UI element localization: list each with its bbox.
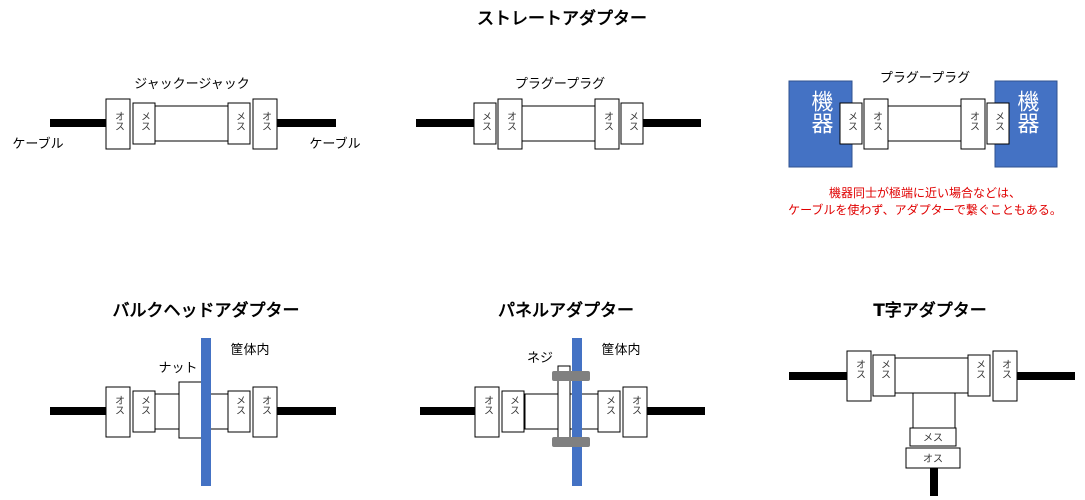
device-left xyxy=(788,80,853,168)
cable-right xyxy=(641,119,701,127)
cable-right xyxy=(647,407,705,415)
adapter-body xyxy=(887,105,962,142)
note-line-2: ケーブルを使わず、アダプターで繋ぐこともある。 xyxy=(788,202,1062,217)
device-label-right: 機器 xyxy=(1014,90,1040,134)
title-bulkhead-adapter: バルクヘッドアダプター xyxy=(113,300,300,321)
male-connector xyxy=(105,98,131,150)
plug-plug-label: プラグープラグ xyxy=(880,71,970,86)
enclosure-label: 筐体内 xyxy=(601,342,640,358)
cable-right xyxy=(1017,372,1075,380)
female-connector xyxy=(839,102,863,145)
male-label: オス xyxy=(968,111,979,131)
male-label: オス xyxy=(602,111,613,131)
bulkhead-diagram: オス メス メス オス ナット 筐体内 xyxy=(50,338,336,486)
device-label-left: 機器 xyxy=(808,90,834,134)
panel-diagram: オス メス メス オス ネジ 筐体内 xyxy=(420,338,705,486)
male-label: オス xyxy=(113,395,124,415)
cable-right xyxy=(276,119,336,127)
male-label: オス xyxy=(1000,359,1011,379)
male-connector xyxy=(105,386,131,438)
female-connector xyxy=(473,102,497,145)
adapter-body-vertical xyxy=(912,392,956,429)
cable-left xyxy=(420,407,475,415)
male-connector xyxy=(497,98,523,150)
plug-plug-label: プラグープラグ xyxy=(515,77,605,92)
male-label: オス xyxy=(505,111,516,131)
female-connector xyxy=(132,102,156,145)
male-connector xyxy=(252,98,278,150)
female-connector xyxy=(227,102,251,145)
jack-jack-label: ジャックージャック xyxy=(134,77,249,92)
male-connector xyxy=(905,447,961,469)
device-right xyxy=(994,80,1058,168)
male-connector xyxy=(863,98,889,150)
female-label: メス xyxy=(139,395,150,415)
male-connector xyxy=(622,386,648,438)
screw-label: ネジ xyxy=(527,351,553,366)
female-connector xyxy=(967,354,991,397)
title-tee-adapter: T字アダプター xyxy=(873,300,987,321)
nut-label: ナット xyxy=(158,361,197,376)
enclosure-label: 筐体内 xyxy=(230,342,269,358)
cable-label-left: ケーブル xyxy=(12,136,63,152)
female-label: メス xyxy=(993,111,1004,131)
screw-top xyxy=(552,371,590,381)
cable-left xyxy=(50,119,106,127)
female-connector xyxy=(501,390,525,433)
adapter-body-horizontal xyxy=(894,357,969,394)
device-to-device-diagram: プラグープラグ 機器 機器 メス オス オス メス 機器同士が極端に近い場合など… xyxy=(788,71,1062,217)
female-label: メス xyxy=(508,395,519,415)
male-connector xyxy=(960,98,986,150)
female-connector xyxy=(132,390,156,433)
male-label: オス xyxy=(630,395,641,415)
female-label: メス xyxy=(139,111,150,131)
adapter-body xyxy=(154,105,229,142)
note-line-1: 機器同士が極端に近い場合などは、 xyxy=(829,185,1021,200)
male-label: オス xyxy=(260,111,271,131)
female-label: メス xyxy=(923,433,943,444)
cable-left xyxy=(416,119,474,127)
female-connector xyxy=(872,354,896,397)
male-connector xyxy=(992,350,1018,402)
enclosure-wall xyxy=(201,338,211,486)
male-connector xyxy=(474,386,500,438)
cable-label-right: ケーブル xyxy=(309,136,360,152)
nut xyxy=(178,381,204,439)
female-label: メス xyxy=(879,359,890,379)
adapter-body xyxy=(521,105,596,142)
plug-plug-diagram: プラグープラグ メス オス オス メス xyxy=(416,77,701,150)
female-connector xyxy=(597,390,621,433)
male-connector xyxy=(252,386,278,438)
screw-bottom xyxy=(552,437,590,447)
male-label: オス xyxy=(482,395,493,415)
title-straight-adapter: ストレートアダプター xyxy=(477,8,647,29)
male-label: オス xyxy=(260,395,271,415)
female-connector xyxy=(986,102,1010,145)
female-label: メス xyxy=(627,111,638,131)
female-label: メス xyxy=(604,395,615,415)
female-connector xyxy=(909,427,957,447)
female-connector xyxy=(620,102,644,145)
male-label: オス xyxy=(113,111,124,131)
female-connector xyxy=(227,390,251,433)
female-label: メス xyxy=(234,395,245,415)
male-connector xyxy=(594,98,620,150)
tee-adapter-diagram: オス メス メス オス メス オス xyxy=(789,350,1075,496)
cable-left xyxy=(50,407,106,415)
enclosure-wall xyxy=(572,338,582,486)
female-label: メス xyxy=(974,359,985,379)
cable-right xyxy=(276,407,336,415)
cable-bottom xyxy=(930,468,938,496)
male-label: オス xyxy=(854,359,865,379)
jack-jack-diagram: ジャックージャック オス メス メス オス ケーブル ケーブル xyxy=(12,77,360,152)
male-connector xyxy=(846,350,872,402)
cable-left xyxy=(789,372,847,380)
female-label: メス xyxy=(480,111,491,131)
female-label: メス xyxy=(846,111,857,131)
male-label: オス xyxy=(923,453,943,465)
title-panel-adapter: パネルアダプター xyxy=(498,300,634,321)
female-label: メス xyxy=(234,111,245,131)
male-label: オス xyxy=(871,111,882,131)
